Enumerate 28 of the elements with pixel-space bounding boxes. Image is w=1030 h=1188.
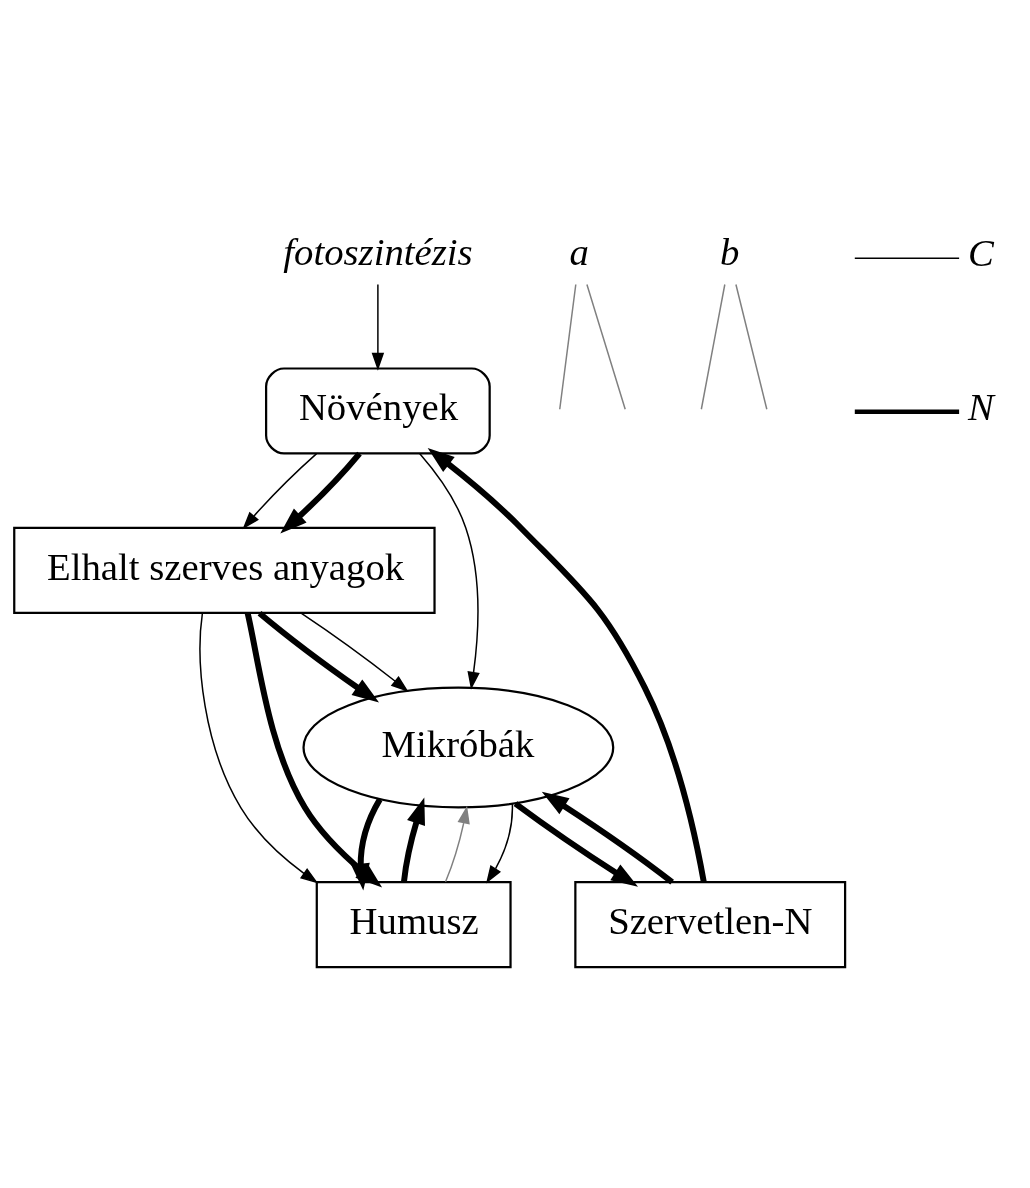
node-text: fotoszintézis (283, 230, 473, 274)
legend-label: N (968, 384, 994, 428)
arrow (280, 451, 362, 534)
arrow (400, 797, 425, 883)
node-box: Humusz (315, 880, 512, 969)
node-text: a (569, 230, 589, 274)
node-box: Elhalt szerves anyagok (13, 526, 436, 615)
connector (700, 283, 726, 410)
arrow (513, 801, 639, 887)
connector (559, 283, 577, 410)
arrow (244, 612, 383, 888)
arrow (427, 448, 707, 883)
arrow (371, 283, 385, 371)
arrow (444, 805, 470, 883)
connector (586, 283, 626, 410)
arrow (199, 612, 319, 884)
node-text: b (719, 230, 740, 274)
arrow (300, 612, 409, 692)
connector (735, 283, 768, 410)
arrow (242, 452, 318, 530)
arrow (486, 803, 514, 884)
arrow (418, 452, 480, 690)
legend-label: C (968, 231, 994, 275)
node-box: Szervetlen-N (574, 880, 847, 969)
node-ellipse: Mikróbák (302, 686, 615, 809)
node-box: Növények (265, 367, 491, 455)
arrow (541, 791, 674, 885)
arrow (257, 610, 380, 703)
